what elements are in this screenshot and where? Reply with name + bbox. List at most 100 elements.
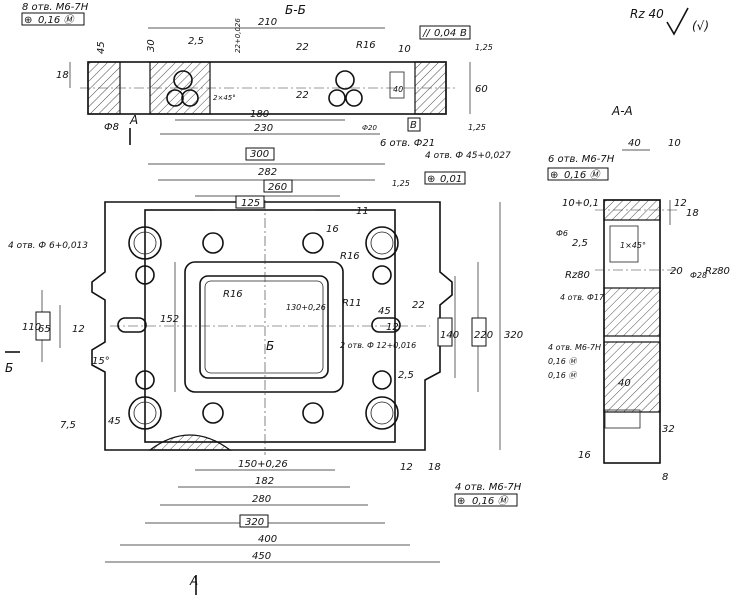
note-position-m6-b: 0,16 Ⓜ xyxy=(472,495,509,507)
plan-view: 300 282 260 125 1,25 16 11 R16 R16 R11 4… xyxy=(5,113,523,595)
dim-2-5: 2,5 xyxy=(572,238,588,249)
dim-40b: 40 xyxy=(618,378,631,389)
note-4-holes-45: 4 отв. Ф 45+0,027 xyxy=(425,151,511,161)
dim-180: 180 xyxy=(250,109,269,120)
screw-hole xyxy=(135,265,155,285)
dim-152: 152 xyxy=(160,314,179,325)
dim-4-holes-17: 4 отв. Ф17 xyxy=(560,293,605,302)
dim-1-25b: 1,25 xyxy=(468,123,486,132)
dim-45b: 45 xyxy=(108,416,121,427)
section-bb-view: Б-Б 210 45 30 2,5 22+0,026 22 22 R16 10 … xyxy=(21,2,493,149)
dim-18: 18 xyxy=(56,70,69,81)
note-position-45: 0,01 xyxy=(440,174,462,185)
guide-hole xyxy=(128,396,162,430)
guide-hole xyxy=(365,226,399,260)
dim-angle: 1×45° xyxy=(620,241,646,250)
dim-210: 210 xyxy=(258,17,277,28)
dim-10: 10 xyxy=(668,138,681,149)
dim-182: 182 xyxy=(255,476,274,487)
dim-8: Ф8 xyxy=(104,122,119,133)
dim-45: 45 xyxy=(96,41,107,54)
note-parallel-ref: В xyxy=(460,28,467,39)
section-aa-view: А-А 40 10 12 18 10+0,1 2,5 1×45° Ф6 20 Ф… xyxy=(547,104,730,483)
dim-32: 32 xyxy=(662,424,675,435)
dim-16: 16 xyxy=(578,450,591,461)
dim-12: 12 xyxy=(674,198,687,209)
dim-40: 40 xyxy=(393,85,403,94)
section-bb-hole xyxy=(335,70,355,90)
note-parallel: 0,04 xyxy=(434,28,456,39)
screw-hole xyxy=(302,232,324,254)
dim-r11: R11 xyxy=(342,298,362,309)
dim-60: 60 xyxy=(475,84,488,95)
cavity-outer xyxy=(184,261,344,393)
dim-7-5: 7,5 xyxy=(60,420,76,431)
dim-65: 65 xyxy=(38,324,51,335)
dim-12b: 12 xyxy=(400,462,413,473)
dim-280: 280 xyxy=(252,494,271,505)
screw-hole xyxy=(202,232,224,254)
note-position-b: 0,16 Ⓜ xyxy=(548,371,578,380)
dim-r16b: R16 xyxy=(223,289,243,300)
section-bb-hole xyxy=(181,89,199,107)
dim-320v: 320 xyxy=(504,330,523,341)
guide-hole xyxy=(365,396,399,430)
dim-2-5: 2,5 xyxy=(398,370,414,381)
note-4-holes-m6-v: 4 отв. М6-7Н xyxy=(548,343,601,352)
position-symbol: ⊕ xyxy=(550,170,558,181)
dim-d6: Ф6 xyxy=(556,229,568,238)
dim-130: 130+0,26 xyxy=(286,303,326,312)
dim-230: 230 xyxy=(254,123,273,134)
screw-hole xyxy=(372,370,392,390)
ref-b: Б xyxy=(266,339,274,353)
dim-8: 8 xyxy=(662,472,668,483)
note-2-holes-12: 2 отв. Ф 12+0,016 xyxy=(340,341,416,350)
screw-hole xyxy=(202,402,224,424)
note-8-holes-m6: 8 отв. М6-7Н xyxy=(22,2,89,13)
section-bb-hole xyxy=(345,89,363,107)
dim-12a: 12 xyxy=(72,324,85,335)
dim-1-25a: 1,25 xyxy=(475,43,493,52)
dim-11: 11 xyxy=(356,206,369,217)
dim-phi20: Ф20 xyxy=(362,124,377,132)
dim-45: 45 xyxy=(378,306,391,317)
section-bb-pocket xyxy=(389,71,405,99)
slot xyxy=(117,317,147,333)
dim-2-5: 2,5 xyxy=(188,36,204,47)
roughness-rz80-b: Rz80 xyxy=(705,266,730,277)
datum-b: В xyxy=(410,120,417,131)
note-4-holes-m6: 4 отв. М6-7Н xyxy=(455,482,522,493)
position-symbol: ⊕ xyxy=(427,174,435,185)
dim-450: 450 xyxy=(252,551,271,562)
dim-18: 18 xyxy=(428,462,441,473)
dim-110: 110 xyxy=(22,322,41,333)
dim-22-tol: 22+0,026 xyxy=(234,18,242,53)
cavity-inner xyxy=(199,275,329,379)
roughness-rz80-a: Rz80 xyxy=(565,270,590,281)
parallel-symbol: // xyxy=(422,28,431,39)
dim-18: 18 xyxy=(686,208,699,219)
dim-30: 30 xyxy=(146,39,157,52)
dim-r16: R16 xyxy=(340,251,360,262)
section-bb-hole xyxy=(173,70,193,90)
dim-400: 400 xyxy=(258,534,277,545)
dim-22: 22 xyxy=(412,300,425,311)
dim-10-tol: 10+0,1 xyxy=(562,198,599,209)
note-6-holes-m6: 6 отв. М6-7Н xyxy=(548,154,615,165)
dim-r16: R16 xyxy=(356,40,376,51)
dim-15deg: 15° xyxy=(92,356,110,367)
dim-1-25: 1,25 xyxy=(392,179,410,188)
dim-d28: Ф28 xyxy=(690,271,707,280)
position-symbol: ⊕ xyxy=(24,15,32,26)
section-bb-hole xyxy=(166,89,184,107)
cut-mark-a-top: А xyxy=(129,113,138,127)
dim-22a: 22 xyxy=(296,42,309,53)
section-bb-hole xyxy=(328,89,346,107)
dim-22b: 22 xyxy=(296,90,309,101)
dim-320h: 320 xyxy=(245,517,264,528)
roughness-mark: Rz 40 (√) xyxy=(630,7,709,36)
dim-140: 140 xyxy=(440,330,459,341)
plate-outline xyxy=(91,201,453,451)
cut-mark-a-bottom: А xyxy=(189,574,198,588)
